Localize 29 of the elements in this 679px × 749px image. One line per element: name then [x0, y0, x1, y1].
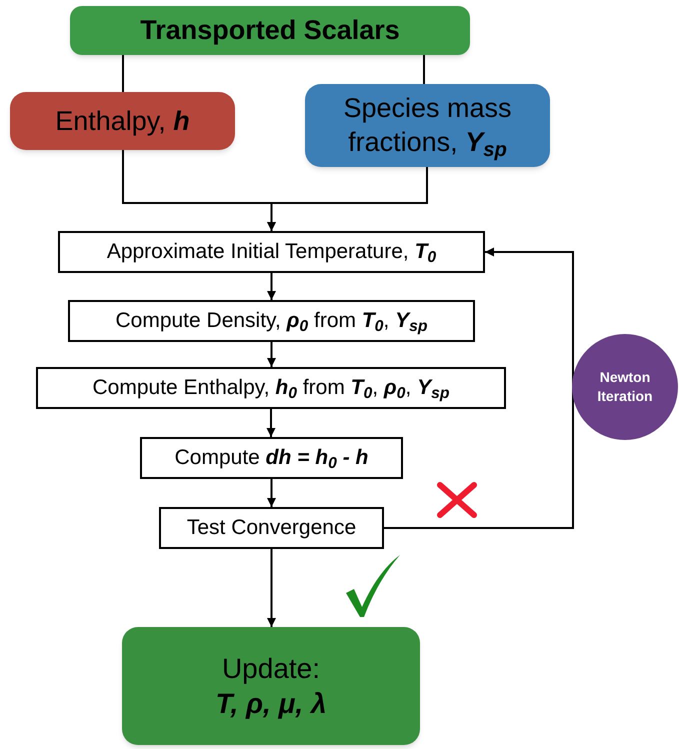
process-box — [68, 300, 475, 342]
process-box — [58, 231, 485, 273]
result-box — [122, 627, 420, 745]
input-box — [10, 92, 235, 150]
node-title: Enthalpy, h — [55, 104, 190, 138]
node-title: Compute dh = h$_{0}$ - h — [174, 445, 368, 474]
node-title: Compute Enthalpy, h$_{0}$ from T$_{0}$, ρ$_{0}$, Y$_{sp}$ — [92, 375, 450, 404]
node-title: Compute Density, ρ$_{0}$ from T$_{0}$, Y$_{sp}$ — [115, 308, 428, 337]
node-title: Transported Scalars — [140, 14, 400, 48]
node-title: Approximate Initial Temperature, T$_{0}$ — [106, 239, 436, 268]
decision-box — [159, 507, 384, 549]
node-body: T, ρ, μ, λ — [215, 687, 327, 721]
arrow — [267, 273, 276, 300]
arrow — [267, 549, 276, 627]
arrow — [267, 167, 428, 231]
node-title: Update: — [222, 652, 320, 686]
header-box — [70, 6, 470, 55]
input-box — [305, 84, 550, 167]
process-box — [36, 367, 506, 409]
node-title: Species mass fractions, Y$_{sp}$ — [342, 92, 513, 160]
arrow — [266, 409, 276, 437]
arrow — [267, 342, 276, 367]
node-title: Test Convergence — [186, 515, 356, 542]
connector-line — [122, 55, 124, 92]
arrow — [384, 248, 574, 529]
arrow — [267, 479, 276, 507]
process-box — [140, 437, 403, 479]
connector-line — [423, 55, 425, 84]
node-title: Newton Iteration — [596, 368, 654, 406]
